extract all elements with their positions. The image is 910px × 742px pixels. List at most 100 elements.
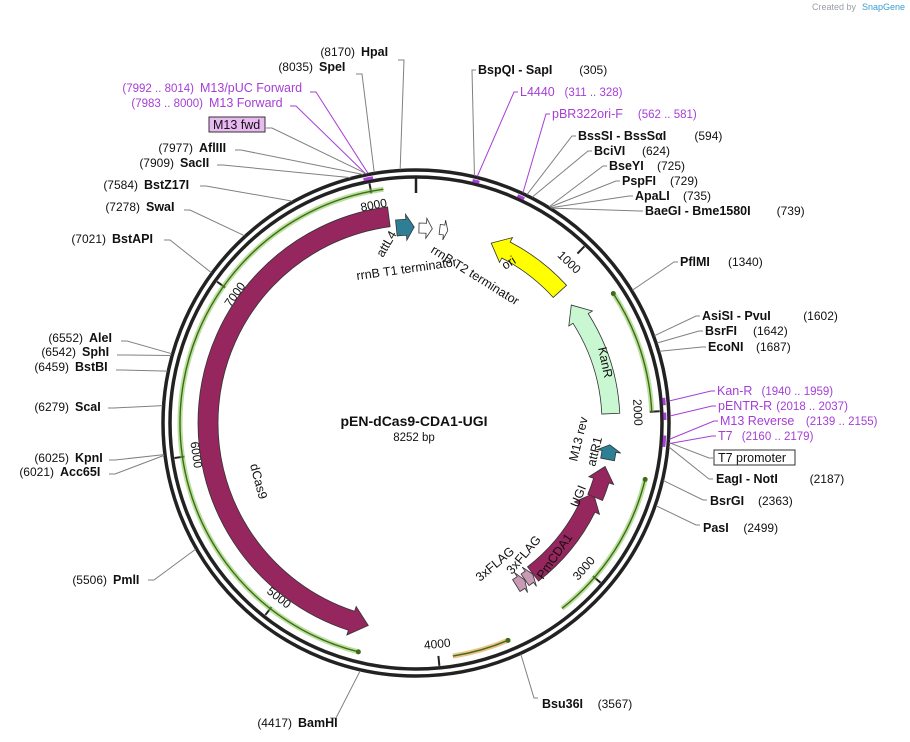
site-position: (562 .. 581) bbox=[638, 109, 697, 121]
site-leader-line bbox=[200, 185, 293, 202]
site-kpni[interactable]: KpnI(6025) bbox=[34, 451, 165, 465]
site-bseyi[interactable]: BseYI(725) bbox=[548, 159, 685, 208]
site-bcivi[interactable]: BciVI(624) bbox=[531, 144, 670, 198]
site-leader-line bbox=[659, 346, 706, 352]
site-position: (7909) bbox=[139, 156, 174, 170]
feature-attl4-arrow[interactable] bbox=[395, 212, 415, 242]
site-bspqi-sapi[interactable]: BspQI - SapI(305) bbox=[471, 63, 607, 176]
site-afliii[interactable]: AflIII(7977) bbox=[158, 141, 364, 176]
site-acc65i[interactable]: Acc65I(6021) bbox=[19, 454, 165, 479]
site-pasi[interactable]: PasI(2499) bbox=[655, 505, 778, 535]
site-position: (7977) bbox=[158, 141, 193, 155]
site-position: (1642) bbox=[753, 324, 788, 338]
site-position: (7278) bbox=[105, 200, 140, 214]
site-pflmi[interactable]: PflMI(1340) bbox=[632, 255, 763, 291]
feature-kanr-arrow[interactable] bbox=[568, 304, 621, 415]
site-position: (6021) bbox=[19, 465, 54, 479]
site-position: (7983 .. 8000) bbox=[131, 98, 203, 110]
site-leader-line bbox=[669, 435, 716, 445]
site-position: (1687) bbox=[756, 340, 791, 354]
feature-attr1-arrow[interactable] bbox=[595, 444, 622, 462]
site-pbr322ori-f[interactable]: pBR322ori-F(562 .. 581) bbox=[522, 107, 697, 193]
site-pmli[interactable]: PmlI(5506) bbox=[72, 548, 196, 587]
site-bstz17i[interactable]: BstZ17I(7584) bbox=[103, 178, 293, 202]
site-leader-line bbox=[121, 340, 172, 355]
site-position: (729) bbox=[670, 174, 698, 188]
site-t7-promoter[interactable]: T7 promoter bbox=[669, 442, 796, 466]
site-bstbi[interactable]: BstBI(6459) bbox=[34, 360, 168, 374]
site-bsssi-bsss-i[interactable]: BssSI - BssSαI(594) bbox=[526, 129, 722, 195]
site-spei[interactable]: SpeI(8035) bbox=[278, 60, 375, 173]
site-apali[interactable]: ApaLI(735) bbox=[550, 189, 711, 209]
site-position: (6025) bbox=[34, 451, 69, 465]
site-eagi-noti[interactable]: EagI - NotI(2187) bbox=[668, 446, 844, 486]
feature-ugi-arrow[interactable] bbox=[587, 465, 615, 502]
site-name: Kan-R bbox=[717, 384, 752, 398]
site-name: BsrGI bbox=[710, 494, 744, 508]
site-m13-reverse[interactable]: M13 Reverse(2139 .. 2155) bbox=[669, 414, 878, 440]
site-scai[interactable]: ScaI(6279) bbox=[34, 400, 163, 414]
site-asisi-pvui[interactable]: AsiSI - PvuI(1602) bbox=[654, 309, 838, 337]
site-leader-line bbox=[663, 480, 707, 501]
orf-arrowhead bbox=[642, 476, 648, 482]
primer-binding-mark bbox=[662, 397, 666, 406]
site-leader-line bbox=[164, 239, 212, 274]
site-leader-line bbox=[266, 127, 367, 175]
site-name: BsrFI bbox=[705, 324, 737, 338]
site-position: (6459) bbox=[34, 360, 69, 374]
plasmid-name: pEN-dCas9-CDA1-UGI bbox=[340, 413, 487, 429]
feature-flag2-arrow[interactable] bbox=[520, 566, 537, 587]
site-position: (8035) bbox=[278, 60, 313, 74]
site-bsrgi[interactable]: BsrGI(2363) bbox=[663, 480, 793, 508]
feature-arrows bbox=[197, 206, 622, 636]
plasmid-center-title: pEN-dCas9-CDA1-UGI 8252 bp bbox=[340, 413, 487, 444]
site-swai[interactable]: SwaI (7278) bbox=[105, 200, 245, 237]
site-name: Bsu36I bbox=[542, 697, 583, 711]
primer-binding-mark bbox=[516, 194, 525, 201]
site-name: ScaI bbox=[75, 400, 101, 414]
site-m13-puc-forward[interactable]: M13/pUC Forward(7992 .. 8014) bbox=[122, 81, 369, 174]
site-leader-line bbox=[669, 405, 716, 417]
feature-pmcda1-arrow[interactable] bbox=[526, 493, 601, 582]
site-sacii[interactable]: SacII(7909) bbox=[139, 156, 351, 179]
site-bamhi[interactable]: BamHI(4417) bbox=[257, 670, 361, 730]
site-position: (735) bbox=[683, 189, 711, 203]
site-leader-line bbox=[109, 454, 165, 475]
site-leader-line bbox=[235, 149, 364, 176]
orf-track-line bbox=[179, 188, 384, 653]
site-m13-forward[interactable]: M13 Forward(7983 .. 8000) bbox=[131, 96, 367, 175]
site-bsrfi[interactable]: BsrFI (1642) bbox=[656, 324, 788, 344]
orf-track-line bbox=[612, 293, 653, 412]
site-hpai[interactable]: HpaI(8170) bbox=[320, 45, 405, 170]
site-econi[interactable]: EcoNI(1687) bbox=[659, 340, 791, 354]
orf-arrowhead bbox=[355, 649, 361, 655]
site-baegi-bme1580i[interactable]: BaeGI - Bme1580I(739) bbox=[551, 204, 805, 218]
site-m13-fwd[interactable]: M13 fwd bbox=[208, 116, 367, 175]
site-kan-r[interactable]: Kan-R(1940 .. 1959) bbox=[668, 384, 833, 402]
site-alei[interactable]: AleI(6552) bbox=[48, 331, 172, 355]
site-sphi[interactable]: SphI(6542) bbox=[41, 345, 172, 359]
site-leader-line bbox=[531, 150, 592, 198]
orf-track-glow bbox=[611, 292, 655, 412]
site-pspfi[interactable]: PspFI(729) bbox=[549, 174, 698, 208]
site-t7[interactable]: T7(2160 .. 2179) bbox=[669, 429, 814, 445]
feature-dcas9-arrow[interactable] bbox=[197, 206, 391, 636]
site-bsu36i[interactable]: Bsu36I(3567) bbox=[520, 654, 632, 711]
site-position: (594) bbox=[694, 129, 722, 143]
site-l4440[interactable]: L4440(311 .. 328) bbox=[476, 85, 623, 177]
feature-rrnbt2-arrow[interactable] bbox=[438, 220, 449, 241]
feature-label: dCas9 bbox=[247, 462, 270, 501]
feature-ori-arrow[interactable] bbox=[490, 236, 568, 299]
site-bstapi[interactable]: BstAPI(7021) bbox=[71, 232, 212, 274]
feature-flag1-arrow[interactable] bbox=[512, 572, 528, 593]
site-position: (725) bbox=[657, 159, 685, 173]
site-leader-line bbox=[184, 209, 245, 237]
site-pentr-r[interactable]: pENTR-R(2018 .. 2037) bbox=[669, 399, 848, 417]
site-name: SwaI bbox=[146, 200, 175, 214]
backbone bbox=[161, 168, 671, 678]
site-position: (2139 .. 2155) bbox=[806, 416, 878, 428]
site-leader-line bbox=[217, 164, 351, 179]
site-leader-line bbox=[669, 420, 718, 440]
feature-rrnbt1-arrow[interactable] bbox=[418, 216, 433, 240]
